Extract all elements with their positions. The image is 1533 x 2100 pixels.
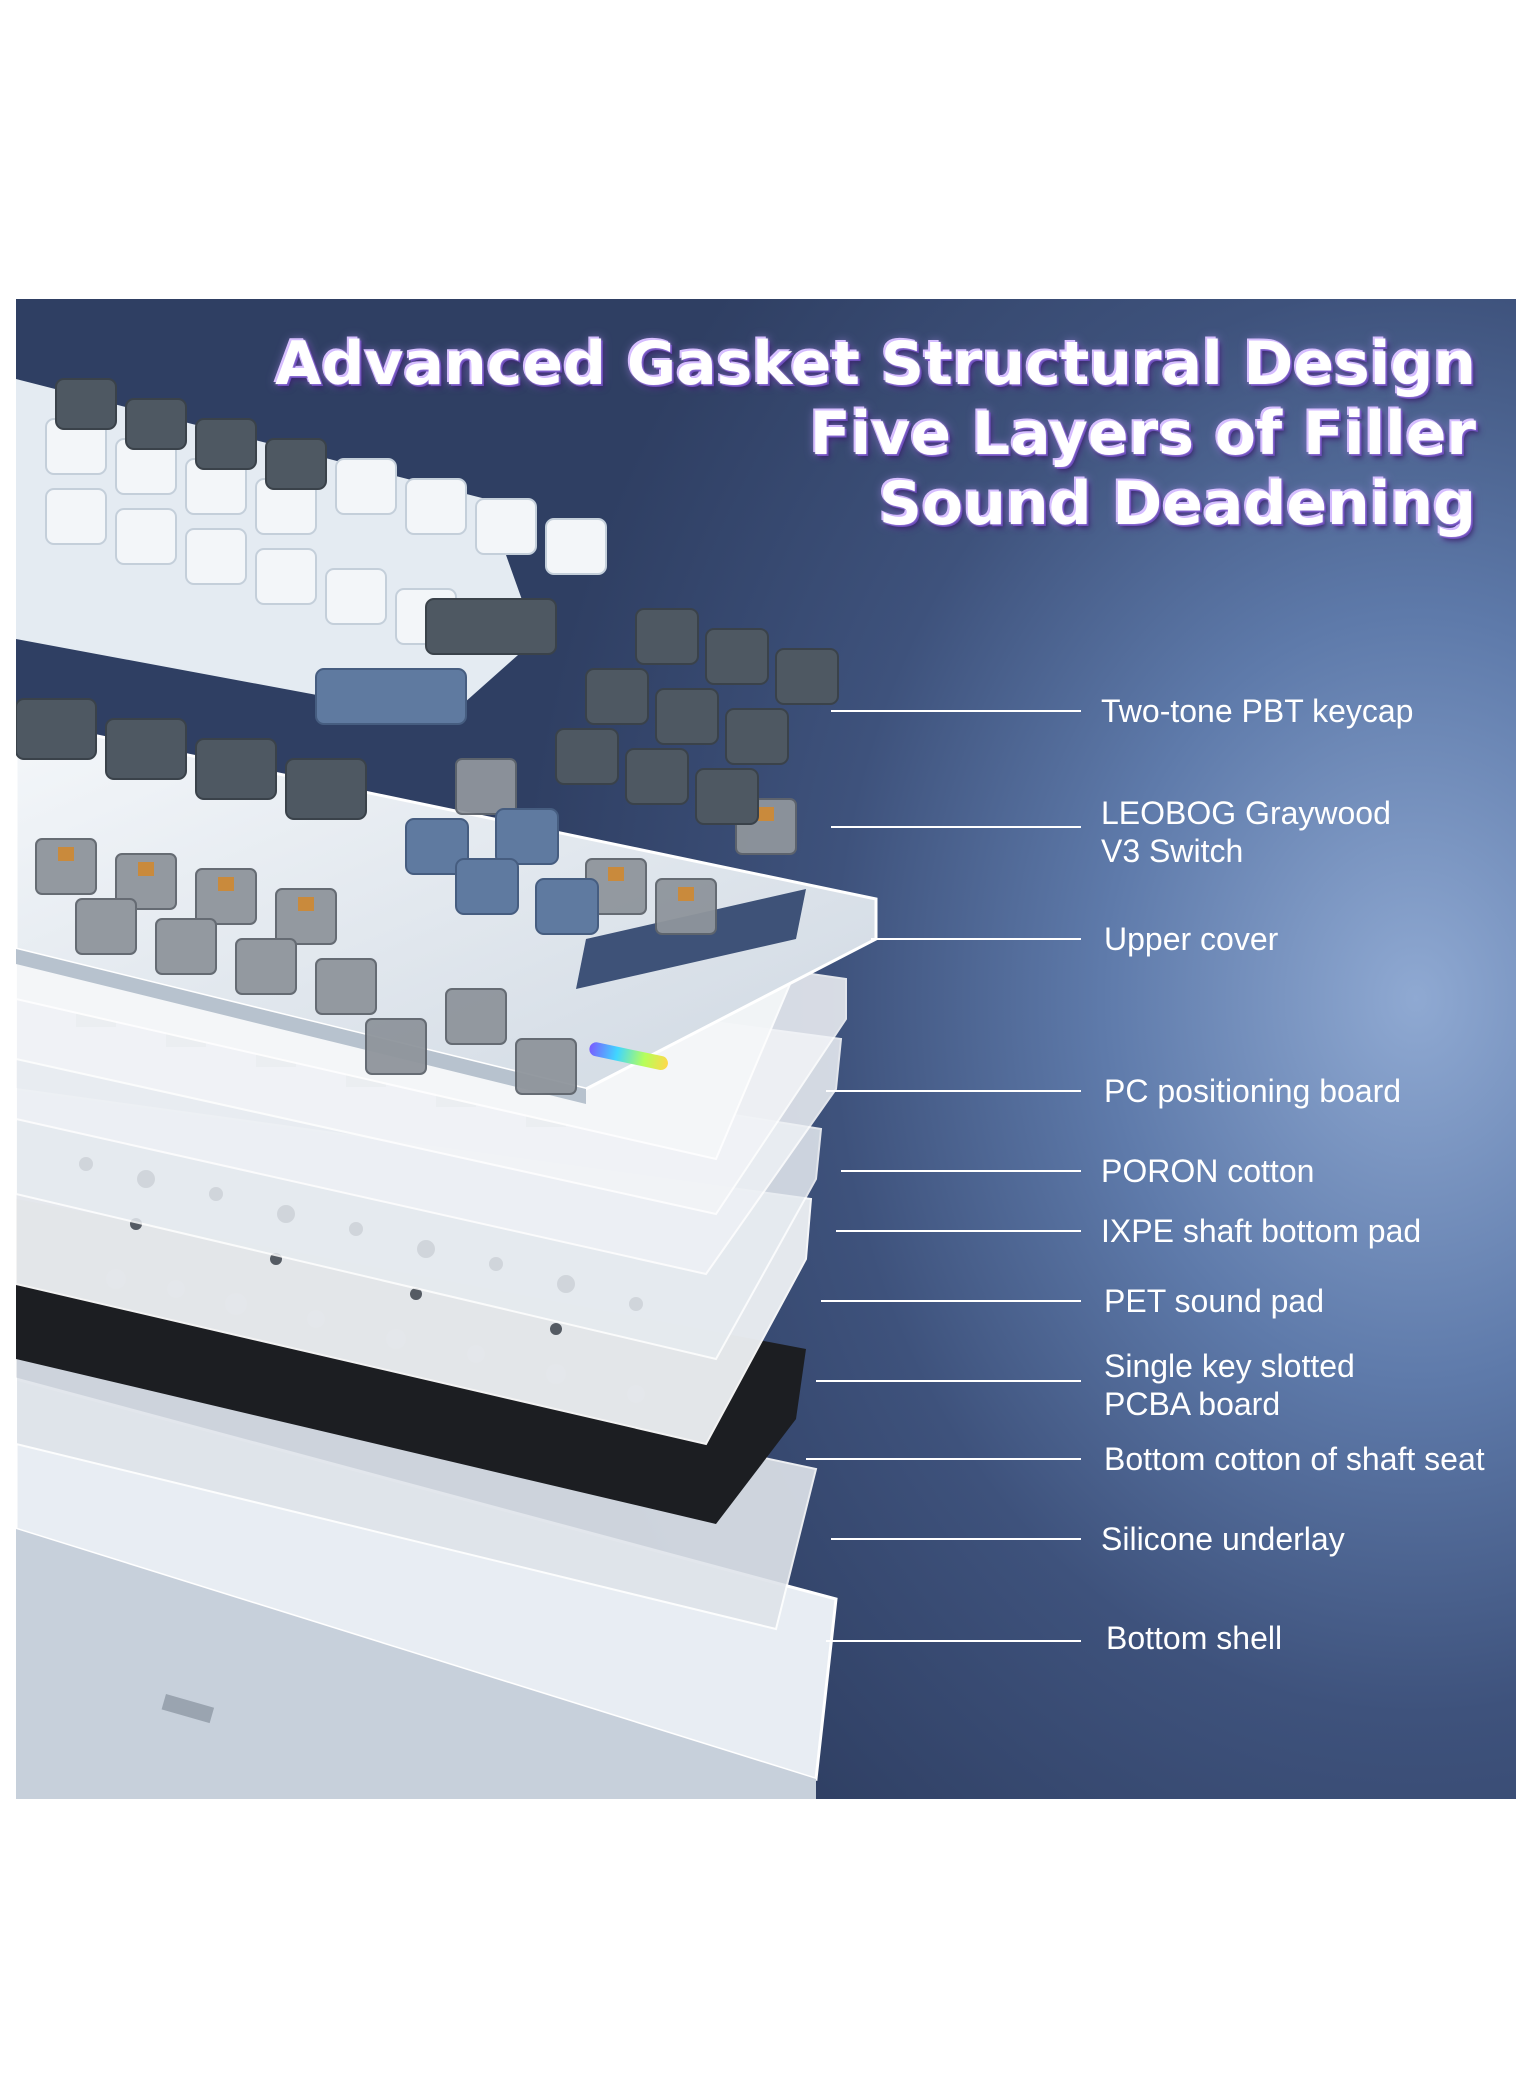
label-pc-board-line-1: PC positioning board <box>1104 1073 1402 1109</box>
label-bottom-shell-line-1: Bottom shell <box>1106 1620 1283 1656</box>
switch-layer <box>35 758 797 1095</box>
label-bottom-cotton-line-1: Bottom cotton of shaft seat <box>1104 1441 1485 1477</box>
label-keycap: Two-tone PBT keycap <box>1101 692 1413 730</box>
label-silicone-line-1: Silicone underlay <box>1101 1521 1345 1557</box>
label-upper-cover-line-1: Upper cover <box>1104 921 1279 957</box>
label-poron: PORON cotton <box>1101 1152 1314 1190</box>
label-pet: PET sound pad <box>1104 1282 1324 1320</box>
label-pcba-line-1: Single key slotted <box>1104 1348 1355 1384</box>
label-keycap-line-1: Two-tone PBT keycap <box>1101 693 1414 729</box>
label-poron-line-1: PORON cotton <box>1101 1153 1315 1189</box>
label-ixpe-line-1: IXPE shaft bottom pad <box>1101 1213 1422 1249</box>
label-switch-line-2: V3 Switch <box>1101 833 1244 869</box>
label-switch: LEOBOG Graywood V3 Switch <box>1101 794 1391 870</box>
label-upper-cover: Upper cover <box>1104 920 1278 958</box>
exploded-diagram-panel: Advanced Gasket Structural Design Five L… <box>16 299 1516 1799</box>
label-pet-line-1: PET sound pad <box>1104 1283 1325 1319</box>
keyboard-exploded-illustration <box>16 378 1081 1799</box>
keycap-layer <box>16 378 839 935</box>
label-switch-line-1: LEOBOG Graywood <box>1101 795 1391 831</box>
label-pc-board: PC positioning board <box>1104 1072 1401 1110</box>
leader-lines <box>806 710 1081 1642</box>
label-ixpe: IXPE shaft bottom pad <box>1101 1212 1421 1250</box>
upper-cover-layer <box>16 717 878 1104</box>
label-bottom-shell: Bottom shell <box>1106 1619 1282 1657</box>
label-silicone: Silicone underlay <box>1101 1520 1345 1558</box>
title-line-2: Five Layers of Filler <box>809 399 1476 469</box>
label-pcba: Single key slotted PCBA board <box>1104 1347 1355 1423</box>
label-pcba-line-2: PCBA board <box>1104 1386 1281 1422</box>
title-line-1: Advanced Gasket Structural Design <box>275 329 1476 399</box>
label-bottom-cotton: Bottom cotton of shaft seat <box>1104 1440 1485 1478</box>
title-line-3: Sound Deadening <box>878 469 1476 539</box>
